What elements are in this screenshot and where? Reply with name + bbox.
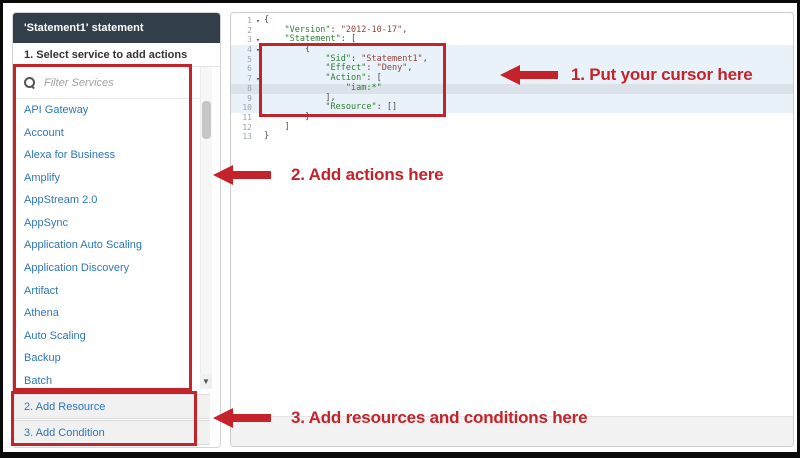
code-text: "Statement": [ [284,34,357,45]
code-text: "Action": [ [325,73,382,84]
statement-title: 'Statement1' statement [13,13,220,43]
add-resource-section[interactable]: 2. Add Resource [13,394,210,419]
code-text: "Resource": [] [325,102,398,113]
code-text: "Version": "2012-10-17", [284,24,408,35]
line-number: 11 [242,112,252,122]
line-number: 4 [247,45,252,55]
annotation-label-cursor: 1. Put your cursor here [571,65,753,84]
policy-json-editor[interactable]: 1▾{2 "Version": "2012-10-17",3▾ "Stateme… [230,12,794,447]
service-link[interactable]: AppSync [24,216,69,229]
fold-spacer [252,103,264,113]
fold-spacer [252,84,264,94]
code-line: 3 ▾ "Statement": [ [231,35,793,45]
line-number: 7 [247,74,252,84]
fold-spacer [252,94,264,104]
code-line: 2 "Version": "2012-10-17", [231,24,793,36]
annotation-label-resources: 3. Add resources and conditions here [291,408,588,427]
line-number: 10 [242,103,252,113]
fold-spacer [252,123,264,133]
service-link[interactable]: API Gateway [24,104,89,117]
scroll-down-icon[interactable]: ▼ [200,374,212,389]
service-link[interactable]: Account [24,126,64,139]
fold-toggle-icon[interactable]: ▾ [256,75,260,84]
fold-toggle-icon[interactable]: ▾ [256,36,260,45]
fold-spacer [252,132,264,142]
service-link[interactable]: Auto Scaling [24,329,86,342]
code-line: 10 "Resource": [] [231,102,793,113]
line-number: 6 [247,64,252,74]
service-link[interactable]: Batch [24,374,53,387]
code-text: "Sid": "Statement1", [325,53,428,64]
code-text: "iam:*" [345,82,382,93]
annotation-arrow-cursor-icon [500,65,558,85]
code-line: 11 } [231,112,793,123]
code-line: 12 ] [231,121,793,133]
statement-panel: 'Statement1' statement 1. Select service… [12,12,221,448]
scrollbar-thumb[interactable] [202,101,211,139]
annotation-label-actions: 2. Add actions here [291,165,444,184]
service-link[interactable]: Alexa for Business [24,149,116,162]
line-number: 1 [247,16,252,25]
annotation-arrow-actions-icon [213,165,271,185]
code-line: 9 ], [231,92,793,104]
service-link[interactable]: Athena [24,307,59,320]
code-text: } [264,131,270,142]
code-text: ], [325,92,336,103]
line-number: 2 [247,25,252,35]
fold-toggle-icon[interactable]: ▾ [256,17,260,25]
code-line: 13} [231,131,793,142]
service-link[interactable]: Artifact [24,284,59,297]
code-line: 4 ▾ { [231,44,793,55]
code-text: { [264,15,270,25]
annotation-arrow-resources-icon [213,408,271,428]
fold-spacer [252,55,264,65]
filter-services-search [13,67,199,99]
code-text: ] [284,121,290,132]
search-icon [24,76,36,89]
line-number: 9 [247,93,252,103]
service-link[interactable]: AppStream 2.0 [24,194,98,207]
line-number: 12 [242,122,252,132]
select-service-heading: 1. Select service to add actions [13,43,220,67]
service-link[interactable]: Amplify [24,171,61,184]
line-number: 8 [247,83,252,93]
line-number: 5 [247,54,252,64]
code-line: 1 ▾ { [231,15,793,26]
code-line: 5 "Sid": "Statement1", [231,53,793,65]
service-link[interactable]: Application Auto Scaling [24,239,143,252]
fold-toggle-icon[interactable]: ▾ [256,46,260,55]
services-scrollbar[interactable] [200,67,212,388]
line-number: 13 [242,132,252,142]
service-link[interactable]: Application Discovery [24,261,130,274]
add-condition-section[interactable]: 3. Add Condition [13,420,210,445]
line-number: 3 [247,35,252,45]
service-link[interactable]: Backup [24,352,61,365]
code-text: { [304,44,311,55]
code-text: "Effect": "Deny", [325,63,413,74]
fold-spacer [252,64,264,74]
filter-services-input[interactable] [42,75,176,90]
editor-footer [231,416,793,446]
code-line: 8 "iam:*" [231,82,793,94]
fold-spacer [252,113,264,123]
fold-spacer [252,26,264,36]
